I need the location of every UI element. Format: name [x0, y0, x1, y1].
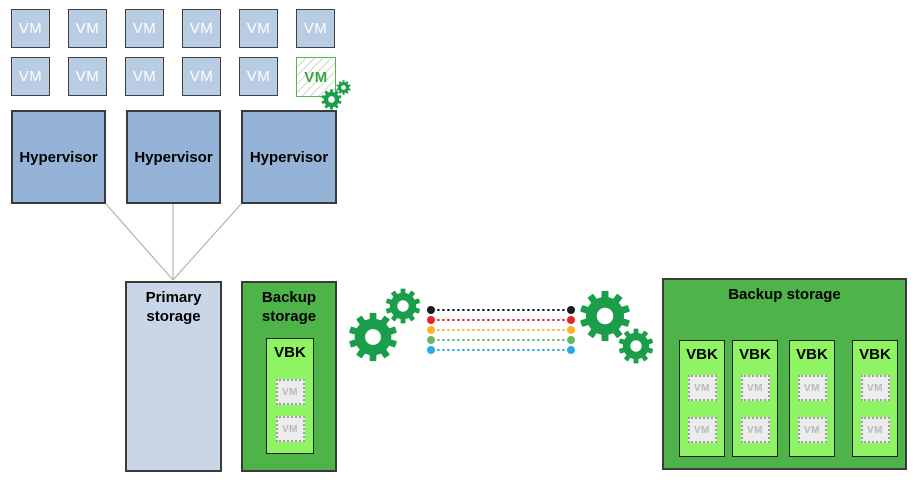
link-endpoint-dot: [567, 316, 575, 324]
ghost-vm: VM: [275, 379, 305, 405]
gear-icon: [618, 328, 654, 364]
connector-line: [172, 203, 242, 281]
gear-icon: [580, 290, 630, 342]
hypervisor-box-2: Hypervisor: [126, 110, 221, 204]
link-endpoint-dot: [427, 306, 435, 314]
ghost-vm: VM: [740, 375, 770, 401]
ghost-vm: VM: [797, 375, 827, 401]
link-endpoint-dot: [427, 336, 435, 344]
vbk-label: VBK: [274, 344, 306, 361]
vm-box: VM: [68, 9, 107, 48]
backup-storage-source-label: Backup storage: [261, 289, 317, 325]
connector-lines: [105, 203, 242, 281]
backup-storage-target-label: Backup storage: [728, 286, 841, 303]
link-endpoint-dot: [567, 306, 575, 314]
ghost-vm: VM: [860, 417, 890, 443]
vbk-label: VBK: [859, 346, 891, 363]
hypervisor-box-1: Hypervisor: [11, 110, 106, 204]
vm-box: VM: [11, 9, 50, 48]
ghost-vm: VM: [687, 375, 717, 401]
vbk-file-source: VBK VM VM: [266, 338, 314, 454]
primary-storage-label: Primary storage: [145, 289, 202, 325]
link-endpoint-dot: [427, 326, 435, 334]
backup-storage-source-box: Backup storage VBK VM VM: [241, 281, 337, 472]
ghost-vm: VM: [687, 417, 717, 443]
ghost-vm: VM: [740, 417, 770, 443]
vbk-file-target-3: VBK VM VM: [789, 340, 835, 457]
vm-box: VM: [11, 57, 50, 96]
connector-line: [105, 203, 174, 281]
vm-box: VM: [182, 57, 221, 96]
vbk-file-target-2: VBK VM VM: [732, 340, 778, 457]
vm-box: VM: [68, 57, 107, 96]
link-endpoint-dot: [427, 346, 435, 354]
vm-box: VM: [296, 9, 335, 48]
vm-box: VM: [239, 9, 278, 48]
vbk-file-target-4: VBK VM VM: [852, 340, 898, 457]
ghost-vm: VM: [860, 375, 890, 401]
gear-icon: [336, 80, 351, 95]
vm-grid-row-2: VM VM VM VM VM VM: [11, 57, 336, 97]
gear-icon: [348, 312, 398, 362]
gear-icon: [385, 288, 421, 324]
link-endpoint-dot: [567, 336, 575, 344]
vbk-label: VBK: [686, 346, 718, 363]
ghost-vm: VM: [275, 416, 305, 442]
link-endpoint-dot: [567, 326, 575, 334]
link-endpoint-dot: [567, 346, 575, 354]
hypervisor-box-3: Hypervisor: [241, 110, 337, 204]
vm-box: VM: [125, 9, 164, 48]
vm-box: VM: [182, 9, 221, 48]
backup-storage-target-box: Backup storage VBK VM VM VBK VM VM VBK V…: [662, 278, 907, 470]
replication-links: [432, 309, 570, 351]
vm-box: VM: [125, 57, 164, 96]
vm-box-processing: VM: [296, 57, 336, 97]
primary-storage-box: Primary storage: [125, 281, 222, 472]
link-endpoint-dot: [427, 316, 435, 324]
vbk-label: VBK: [739, 346, 771, 363]
ghost-vm: VM: [797, 417, 827, 443]
link-endpoint-dots: [427, 306, 575, 354]
vbk-file-target-1: VBK VM VM: [679, 340, 725, 457]
vm-box: VM: [239, 57, 278, 96]
vbk-label: VBK: [796, 346, 828, 363]
vm-grid-row-1: VM VM VM VM VM VM: [11, 9, 335, 48]
